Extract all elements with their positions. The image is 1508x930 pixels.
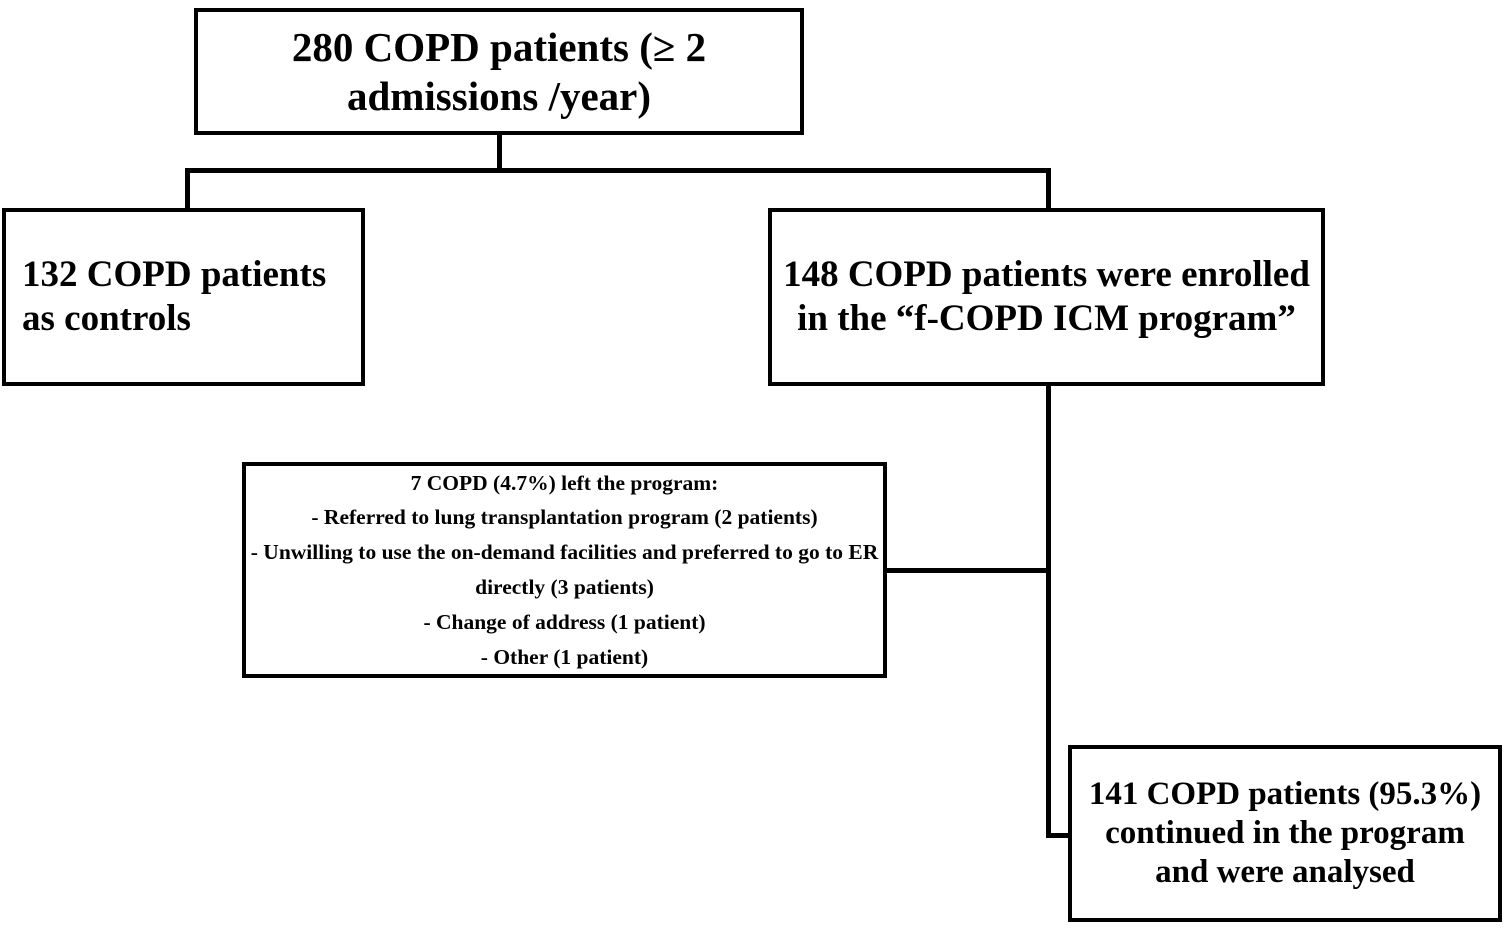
connector-cohort-stub bbox=[497, 134, 502, 172]
node-enrolled: 148 COPD patients were enrolled in the “… bbox=[768, 208, 1325, 386]
node-dropouts-reason: - Change of address (1 patient) bbox=[423, 609, 706, 634]
connector-enter-analysed bbox=[1046, 833, 1072, 838]
connector-enrolled-spine bbox=[1046, 382, 1051, 838]
connector-split-bar bbox=[185, 168, 1051, 173]
node-analysed-label: 141 COPD patients (95.3%) continued in t… bbox=[1088, 776, 1482, 890]
node-dropouts-reason: - Referred to lung transplantation progr… bbox=[311, 505, 818, 530]
node-controls: 132 COPD patients as controls bbox=[2, 208, 365, 386]
node-dropouts-reason: - Unwilling to use the on-demand facilit… bbox=[250, 540, 879, 599]
node-dropouts-reason: - Other (1 patient) bbox=[480, 644, 649, 669]
node-controls-label: 132 COPD patients as controls bbox=[22, 254, 327, 339]
node-dropouts-content: 7 COPD (4.7%) left the program: - Referr… bbox=[246, 466, 883, 675]
connector-drop-to-enrolled bbox=[1046, 168, 1051, 212]
node-enrolled-label: 148 COPD patients were enrolled in the “… bbox=[783, 254, 1310, 339]
connector-branch-to-dropouts bbox=[884, 568, 1050, 573]
node-dropouts-heading: 7 COPD (4.7%) left the program: bbox=[410, 470, 719, 495]
node-cohort: 280 COPD patients (≥ 2 admissions /year) bbox=[194, 8, 804, 135]
node-cohort-label: 280 COPD patients (≥ 2 admissions /year) bbox=[291, 24, 707, 119]
node-dropouts: 7 COPD (4.7%) left the program: - Referr… bbox=[242, 462, 887, 678]
connector-drop-to-controls bbox=[185, 168, 190, 212]
node-analysed: 141 COPD patients (95.3%) continued in t… bbox=[1068, 745, 1502, 922]
